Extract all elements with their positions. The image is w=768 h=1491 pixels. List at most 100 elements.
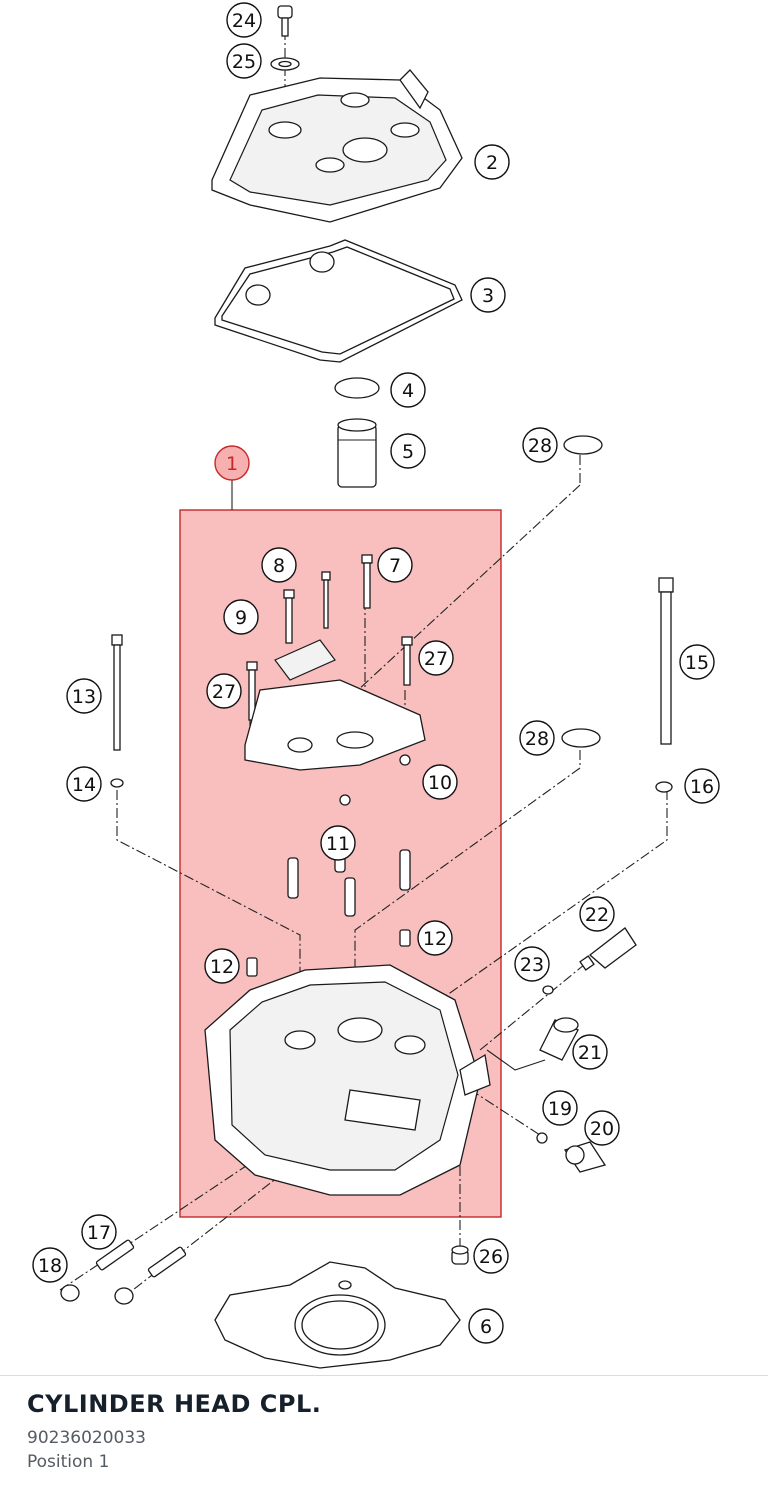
callout-label: 12 bbox=[210, 956, 234, 978]
callout-circle bbox=[66, 678, 102, 714]
part-sleeve-5 bbox=[337, 418, 377, 488]
callout-9[interactable]: 9 bbox=[223, 599, 259, 635]
callout-6[interactable]: 6 bbox=[468, 1308, 504, 1344]
callout-label: 27 bbox=[212, 681, 236, 703]
part-washer-23 bbox=[542, 985, 554, 995]
callout-circle bbox=[320, 825, 356, 861]
callout-label: 14 bbox=[72, 774, 96, 796]
callout-label: 15 bbox=[685, 652, 709, 674]
exploded-parts-diagram: 1234567891011121213141516171819202122232… bbox=[32, 2, 720, 1369]
part-sleeve-21 bbox=[539, 1017, 579, 1061]
part-cylinder-head bbox=[204, 964, 491, 1196]
callout-27a[interactable]: 27 bbox=[418, 640, 454, 676]
callout-circle bbox=[542, 1090, 578, 1126]
part-bolt-13 bbox=[111, 634, 123, 751]
callout-25[interactable]: 25 bbox=[226, 43, 262, 79]
part-washer-14 bbox=[110, 778, 124, 788]
callout-circle bbox=[474, 144, 510, 180]
callout-28a[interactable]: 28 bbox=[522, 427, 558, 463]
callout-circle bbox=[214, 445, 250, 481]
part-valve-cover-2 bbox=[211, 69, 463, 223]
callout-circle bbox=[66, 766, 102, 802]
callout-circle bbox=[226, 2, 262, 38]
callout-28b[interactable]: 28 bbox=[519, 720, 555, 756]
callout-14[interactable]: 14 bbox=[66, 766, 102, 802]
callout-circle bbox=[81, 1214, 117, 1250]
callout-label: 16 bbox=[690, 776, 714, 798]
callout-11[interactable]: 11 bbox=[320, 825, 356, 861]
part-camshaft-carrier bbox=[244, 554, 426, 806]
callout-label: 1 bbox=[226, 453, 238, 475]
callout-circle bbox=[377, 547, 413, 583]
callout-8[interactable]: 8 bbox=[261, 547, 297, 583]
callout-label: 19 bbox=[548, 1098, 572, 1120]
callout-label: 4 bbox=[402, 380, 414, 402]
callout-label: 18 bbox=[38, 1255, 62, 1277]
callout-label: 17 bbox=[87, 1222, 111, 1244]
callout-24[interactable]: 24 bbox=[226, 2, 262, 38]
callout-circle bbox=[206, 673, 242, 709]
callout-circle bbox=[684, 768, 720, 804]
part-name: CYLINDER HEAD CPL. bbox=[27, 1390, 322, 1418]
callout-circle bbox=[473, 1238, 509, 1274]
part-valve-guides-11 bbox=[287, 831, 411, 917]
callout-circle bbox=[226, 43, 262, 79]
callout-4[interactable]: 4 bbox=[390, 372, 426, 408]
part-washer-16 bbox=[655, 781, 673, 793]
callout-circle bbox=[32, 1247, 68, 1283]
callout-2[interactable]: 2 bbox=[474, 144, 510, 180]
callout-circle bbox=[579, 896, 615, 932]
callout-23[interactable]: 23 bbox=[514, 946, 550, 982]
footer-divider bbox=[0, 1375, 768, 1376]
callout-circle bbox=[470, 277, 506, 313]
callout-label: 9 bbox=[235, 607, 247, 629]
callout-12b[interactable]: 12 bbox=[417, 920, 453, 956]
part-bolt-24 bbox=[277, 5, 293, 37]
callout-7[interactable]: 7 bbox=[377, 547, 413, 583]
callout-19[interactable]: 19 bbox=[542, 1090, 578, 1126]
callout-circle bbox=[468, 1308, 504, 1344]
callout-1[interactable]: 1 bbox=[214, 445, 250, 481]
callout-10[interactable]: 10 bbox=[422, 764, 458, 800]
callout-circle bbox=[422, 764, 458, 800]
callout-21[interactable]: 21 bbox=[572, 1034, 608, 1070]
callout-20[interactable]: 20 bbox=[584, 1110, 620, 1146]
callout-circle bbox=[514, 946, 550, 982]
part-washer-25 bbox=[270, 57, 300, 71]
callout-label: 7 bbox=[389, 555, 401, 577]
callout-13[interactable]: 13 bbox=[66, 678, 102, 714]
part-head-gasket-6 bbox=[214, 1261, 461, 1369]
callout-circle bbox=[390, 372, 426, 408]
callout-label: 21 bbox=[578, 1042, 602, 1064]
callout-22[interactable]: 22 bbox=[579, 896, 615, 932]
callout-27b[interactable]: 27 bbox=[206, 673, 242, 709]
callout-5[interactable]: 5 bbox=[390, 433, 426, 469]
callout-17[interactable]: 17 bbox=[81, 1214, 117, 1250]
callout-15[interactable]: 15 bbox=[679, 644, 715, 680]
callout-label: 5 bbox=[402, 441, 414, 463]
callout-label: 20 bbox=[590, 1118, 614, 1140]
part-gasket-3 bbox=[214, 239, 463, 363]
part-info-panel: CYLINDER HEAD CPL. 90236020033 Position … bbox=[27, 1390, 321, 1474]
callout-label: 24 bbox=[232, 10, 256, 32]
callout-label: 3 bbox=[482, 285, 494, 307]
part-o-ring-4 bbox=[334, 377, 380, 399]
callout-circle bbox=[572, 1034, 608, 1070]
callout-circle bbox=[204, 948, 240, 984]
callout-12a[interactable]: 12 bbox=[204, 948, 240, 984]
callout-label: 25 bbox=[232, 51, 256, 73]
part-bolt-15 bbox=[658, 577, 674, 745]
part-dowels-12 bbox=[246, 929, 411, 977]
callout-label: 23 bbox=[520, 954, 544, 976]
callout-label: 11 bbox=[326, 833, 350, 855]
callout-circle bbox=[679, 644, 715, 680]
callout-label: 12 bbox=[423, 928, 447, 950]
callout-label: 27 bbox=[424, 648, 448, 670]
part-cap-26 bbox=[451, 1245, 469, 1265]
callout-16[interactable]: 16 bbox=[684, 768, 720, 804]
callout-26[interactable]: 26 bbox=[473, 1238, 509, 1274]
callout-circle bbox=[417, 920, 453, 956]
callout-3[interactable]: 3 bbox=[470, 277, 506, 313]
callout-18[interactable]: 18 bbox=[32, 1247, 68, 1283]
callout-label: 10 bbox=[428, 772, 452, 794]
